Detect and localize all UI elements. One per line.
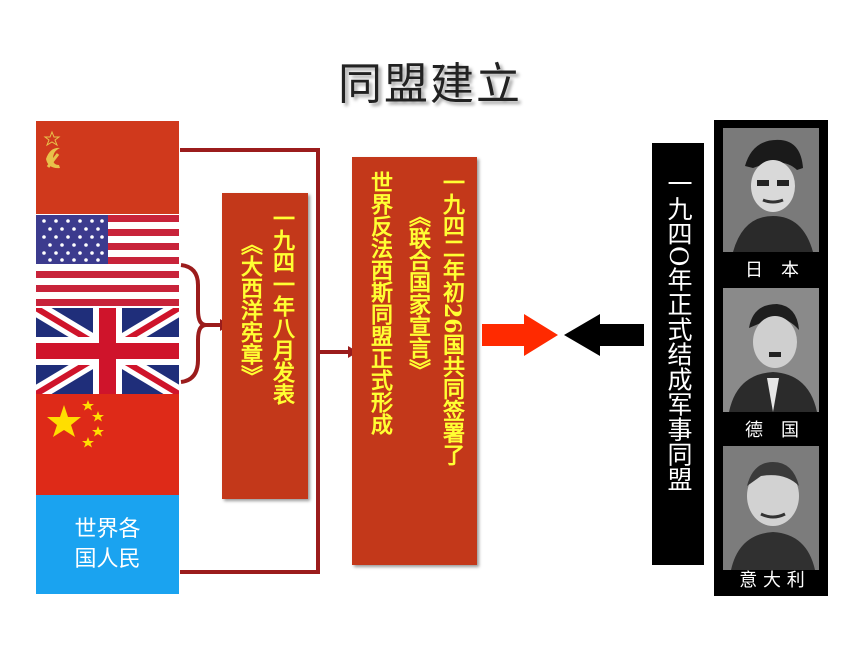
- china-flag-icon: [36, 394, 179, 495]
- atlantic-box-line1: 一九四一年八月发表: [269, 207, 295, 405]
- confrontation-arrows: [482, 314, 644, 356]
- people-of-world-box: 世界各 国人民: [36, 495, 179, 594]
- people-box-line1: 世界各: [74, 516, 141, 542]
- un-box-line3: 世界反法西斯同盟正式形成: [367, 171, 393, 435]
- un-declaration-box: 一九四二年初26国共同签署了 《联合国家宣言》 世界反法西斯同盟正式形成: [352, 157, 477, 565]
- usa-flag-icon: [36, 215, 179, 308]
- axis-box-text: 一九四O年正式结成军事同盟: [664, 171, 693, 492]
- uk-flag-icon: [36, 308, 179, 394]
- italy-label: 意 大 利: [739, 570, 805, 591]
- un-box-line2: 《联合国家宣言》: [405, 205, 431, 381]
- japan-label: 日 本: [745, 260, 799, 281]
- red-arrow-icon: [482, 314, 558, 356]
- atlantic-box-line2: 《大西洋宪章》: [237, 233, 263, 387]
- germany-label: 德 国: [745, 420, 799, 441]
- atlantic-charter-box: 一九四一年八月发表 《大西洋宪章》: [222, 193, 308, 499]
- japan-leader-portrait: [723, 128, 819, 252]
- ussr-flag-icon: [36, 121, 179, 214]
- germany-leader-portrait: [723, 288, 819, 412]
- italy-leader-portrait: [723, 446, 819, 570]
- un-box-line1: 一九四二年初26国共同签署了: [439, 171, 465, 466]
- axis-alliance-box: 一九四O年正式结成军事同盟: [652, 143, 704, 565]
- black-arrow-icon: [564, 314, 644, 356]
- page-title: 同盟建立: [338, 59, 522, 110]
- people-box-line2: 国人民: [74, 546, 141, 572]
